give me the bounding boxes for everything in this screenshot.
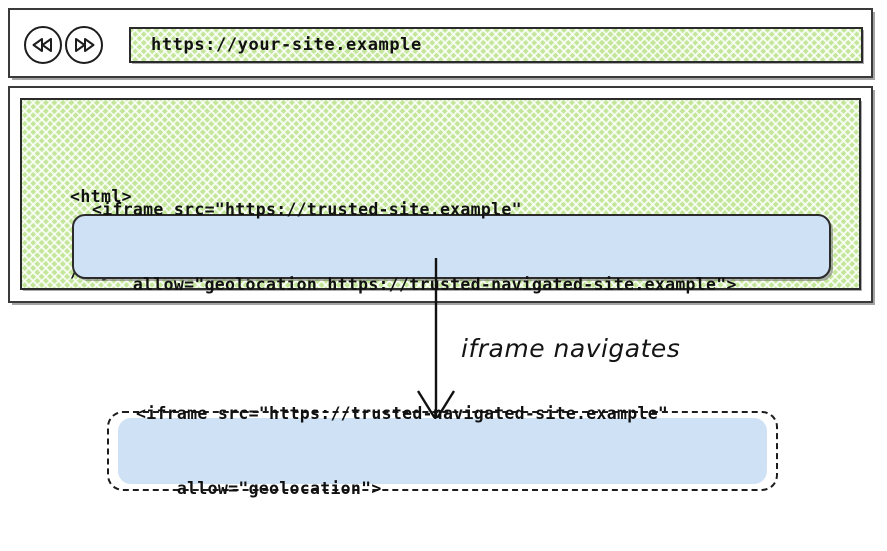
rewind-back-icon [32, 37, 54, 53]
navigation-buttons [24, 26, 103, 64]
fast-forward-icon [73, 37, 95, 53]
url-text: https://your-site.example [151, 35, 422, 55]
navigated-iframe-result: <iframe src="https://trusted-navigated-s… [107, 404, 778, 498]
iframe-embed-code-block: <iframe src="https://trusted-site.exampl… [72, 200, 831, 294]
iframe-code-line-allow: allow="geolocation https://trusted-navig… [92, 274, 737, 294]
url-address-bar[interactable]: https://your-site.example [129, 27, 863, 63]
iframe-code-line-src: <iframe src="https://trusted-site.exampl… [92, 199, 522, 219]
browser-window: https://your-site.example <html> // your… [8, 8, 877, 303]
forward-button[interactable] [65, 26, 103, 64]
navigated-code-line-allow: allow="geolocation"> [136, 479, 382, 498]
navigated-code-text: <iframe src="https://trusted-navigated-s… [118, 351, 668, 551]
code-line-html-tag: <html> [70, 187, 133, 206]
back-button[interactable] [24, 26, 62, 64]
page-viewport: <html> // your-site.example code <iframe… [8, 86, 873, 303]
dashed-highlight-outline [107, 411, 778, 491]
browser-chrome-bar: https://your-site.example [8, 8, 873, 78]
annotation-iframe-navigates: iframe navigates [461, 334, 681, 363]
navigated-iframe-code-block: <iframe src="https://trusted-navigated-s… [118, 404, 767, 498]
navigated-code-line-src: <iframe src="https://trusted-navigated-s… [136, 404, 669, 423]
page-content-area: <html> // your-site.example code <iframe… [20, 98, 861, 294]
iframe-code-text: <iframe src="https://trusted-site.exampl… [74, 147, 737, 347]
